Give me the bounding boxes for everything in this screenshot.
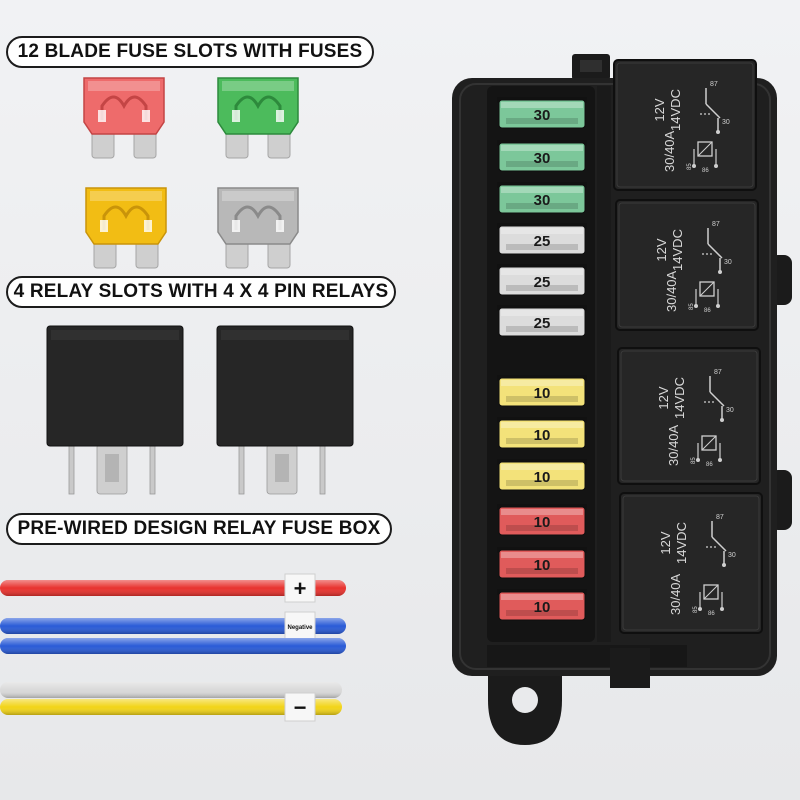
relay-pin-86: 86 [704, 308, 711, 314]
blade-fuse [217, 77, 299, 159]
relay-pin-86: 86 [702, 168, 709, 174]
relay-pin-85: 85 [687, 163, 693, 170]
relay-current: 30/40A [662, 130, 677, 172]
installed-fuse: 10 [497, 375, 587, 407]
relay-pin-30: 30 [722, 119, 730, 126]
fuse-rating: 10 [534, 514, 551, 531]
relay-pin-86: 86 [708, 611, 715, 617]
blade-fuse [83, 77, 165, 159]
installed-fuse: 25 [497, 305, 587, 337]
relay-voltage-low: 12V [656, 386, 671, 409]
relay-pin-87: 87 [716, 514, 724, 521]
relay-current: 30/40A [666, 424, 681, 466]
fuse-rating: 25 [534, 233, 551, 250]
relay-pin-87: 87 [712, 221, 720, 228]
relay-pin-86: 86 [706, 462, 713, 468]
wire-label: − [294, 695, 307, 720]
wire-label-tag [284, 692, 316, 722]
wire: Negative [0, 611, 346, 641]
fuse-rating: 30 [534, 107, 551, 124]
blade-fuse [85, 187, 167, 269]
fuse-rating: 25 [534, 274, 551, 291]
wire-label-tag [284, 573, 316, 603]
wire-label: Negative [287, 625, 313, 631]
relay-pin-87: 87 [710, 81, 718, 88]
installed-fuse: 30 [497, 97, 587, 129]
blade-fuse [217, 187, 299, 269]
relay-pin-30: 30 [726, 407, 734, 414]
installed-fuse: 25 [497, 264, 587, 296]
fuse-rating: 10 [534, 427, 551, 444]
installed-fuse: 10 [497, 417, 587, 449]
fuse-rating: 10 [534, 599, 551, 616]
fuse-rating: 30 [534, 150, 551, 167]
fuse-rating: 10 [534, 469, 551, 486]
relay-voltage-high: 14VDC [668, 89, 683, 131]
wire: + [0, 573, 346, 603]
relay-pin-85: 85 [689, 303, 695, 310]
relay-current: 30/40A [668, 573, 683, 615]
relay-voltage-high: 14VDC [674, 522, 689, 564]
relay-voltage-high: 14VDC [672, 377, 687, 419]
installed-fuse: 30 [497, 182, 587, 214]
installed-fuse: 25 [497, 223, 587, 255]
installed-fuse: 10 [497, 547, 587, 579]
relay-voltage-low: 12V [654, 238, 669, 261]
relay-voltage-low: 12V [652, 98, 667, 121]
installed-fuse: 10 [497, 459, 587, 491]
relay-pin-85: 85 [693, 606, 699, 613]
caption-fuse-slots: 12 BLADE FUSE SLOTS WITH FUSES [6, 36, 374, 68]
fuse-rating: 30 [534, 192, 551, 209]
caption-relay-slots: 4 RELAY SLOTS WITH 4 X 4 PIN RELAYS [6, 276, 396, 308]
installed-fuse: 10 [497, 589, 587, 621]
installed-fuse: 10 [497, 504, 587, 536]
mounting-hole [512, 687, 538, 713]
wire [0, 638, 346, 654]
installed-fuse: 30 [497, 140, 587, 172]
caption-fuse-box: PRE-WIRED DESIGN RELAY FUSE BOX [6, 513, 392, 545]
relay-current: 30/40A [664, 270, 679, 312]
wire: − [0, 692, 342, 722]
relay [46, 325, 184, 495]
relay-pin-30: 30 [724, 259, 732, 266]
relay-pin-85: 85 [691, 457, 697, 464]
relay-pin-30: 30 [728, 552, 736, 559]
relay-pin-87: 87 [714, 369, 722, 376]
relay-voltage-low: 12V [658, 531, 673, 554]
relay [216, 325, 354, 495]
wire [0, 682, 342, 698]
wire-label: + [294, 576, 307, 601]
fuse-rating: 10 [534, 385, 551, 402]
fuse-rating: 10 [534, 557, 551, 574]
relay-voltage-high: 14VDC [670, 229, 685, 271]
fuse-rating: 25 [534, 315, 551, 332]
